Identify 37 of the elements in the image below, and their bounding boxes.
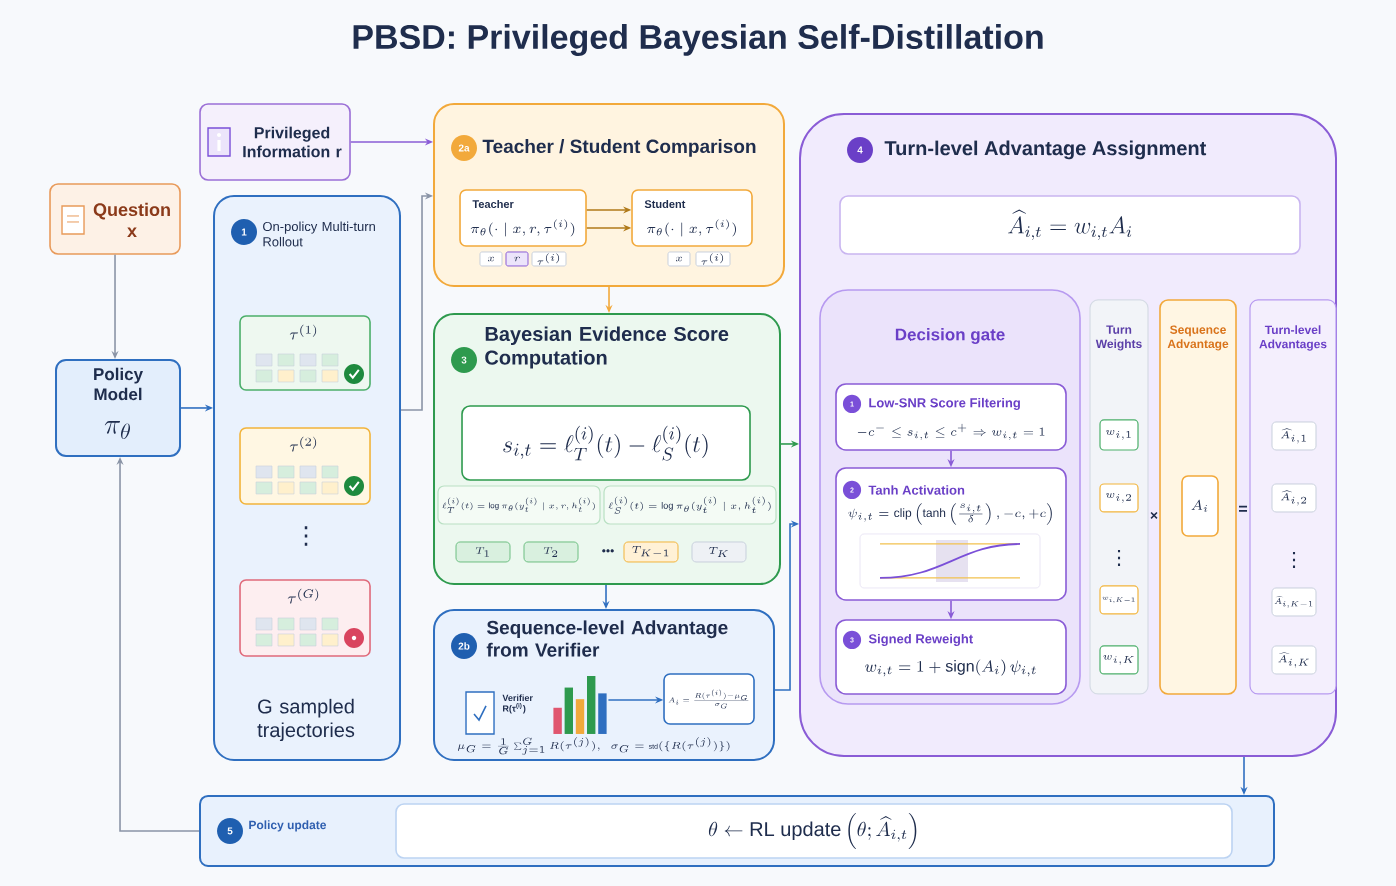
weight-chip: $w_{i,K-1}$	[1099, 585, 1139, 615]
formula-box: $s_{i,t} = \ell_T^{(i)}(t) - \ell_S^{(i)}(t)$	[461, 405, 751, 481]
turn-chip: $T_2$	[523, 541, 579, 563]
input-chip: $x$	[479, 251, 503, 267]
formula-box: $\ell_T^{(i)}(t) = \log \pi_\theta(y_t^{(i)} \mid x, r, h_t^{(i)})$	[437, 485, 601, 525]
turn-chip: $T_1$	[455, 541, 511, 563]
trajectory-card: $\tau^{(G)}$	[239, 579, 371, 657]
formula-box: $\widehat{A}_{i,t} = w_{i,t} A_i$	[839, 195, 1301, 255]
input-chip: $\tau^{(i)}$	[531, 251, 567, 267]
formula-box: $\ell_S^{(i)}(t) = \log \pi_\theta(y_t^{(i)} \mid x, h_t^{(i)})$	[603, 485, 777, 525]
ellipsis: ⋮	[1293, 551, 1296, 569]
weight-chip: $w_{i,2}$	[1099, 483, 1139, 513]
ellipsis: ⋮	[304, 526, 308, 546]
input-chip: $x$	[667, 251, 691, 267]
title: PBSD: Privileged Bayesian Self-Distillation	[353, 24, 1043, 56]
information-box: Privileged Information r	[199, 103, 351, 181]
turn-chip: $T_{K-1}$	[623, 541, 679, 563]
input-chip: $\tau^{(i)}$	[695, 251, 731, 267]
trajectory-card: $\tau^{(2)}$	[239, 427, 371, 505]
equals-sign: =	[1239, 505, 1247, 512]
advantage-chip: $\widehat{A}_{i,K-1}$	[1271, 587, 1317, 617]
bar-chart-drawing	[553, 675, 607, 734]
formula: $\mu_G = \frac{1}{G}\sum_{j=1}^{G} R(\tau^{(j)}), \quad \sigma_G = \mathrm{std}(\{R(\tau^{(j)})\})$	[458, 737, 730, 755]
formula-box: $\theta \leftarrow \mathrm{RL\ update}\left(\theta; \widehat{A}_{i,t}\right)$	[395, 803, 1233, 859]
advantage-chip: $\widehat{A}_{i,K}$	[1271, 645, 1317, 675]
trajectory-card: $\tau^{(1)}$	[239, 315, 371, 391]
ellipsis: ⋮	[1118, 549, 1121, 567]
formula-box: $A_i = \frac{R(\tau^{(i)}) - \mu_G}{\sigma_G}$	[663, 673, 755, 725]
model-box: Policy Model $\pi_\theta$	[55, 359, 181, 457]
advantage-chip: $A_i$	[1181, 475, 1219, 537]
advantage-chip: $\widehat{A}_{i,1}$	[1271, 421, 1317, 451]
input-chip: $r$	[505, 251, 529, 267]
weight-chip: $w_{i,1}$	[1099, 419, 1139, 451]
weight-chip: $w_{i,K}$	[1099, 645, 1139, 675]
question-box: Question x	[49, 183, 181, 255]
turn-chip: $T_K$	[691, 541, 747, 563]
advantage-chip: $\widehat{A}_{i,2}$	[1271, 483, 1317, 513]
